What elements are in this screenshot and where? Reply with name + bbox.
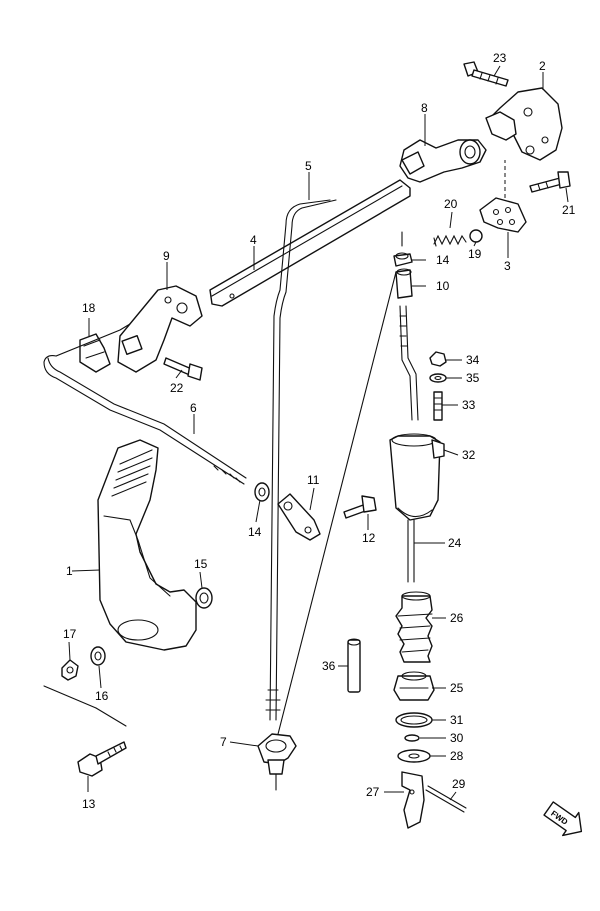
callout-27: 27 <box>366 785 380 799</box>
part-24-shift-rod <box>399 305 419 583</box>
part-11-swivel <box>277 493 321 541</box>
callout-21: 21 <box>562 203 576 217</box>
callout-32: 32 <box>462 448 476 462</box>
part-31-o-ring <box>395 712 433 728</box>
callout-2: 2 <box>539 59 546 73</box>
part-4-bar <box>209 179 411 307</box>
callout-35: 35 <box>466 371 480 385</box>
part-21-bolt <box>529 171 571 193</box>
part-5-rod <box>265 199 337 721</box>
part-29-pin <box>425 785 467 813</box>
callout-13: 13 <box>82 797 96 811</box>
callout-34: 34 <box>466 353 480 367</box>
part-35-washer <box>429 373 447 383</box>
part-2-bracket <box>485 87 563 161</box>
leader-lines <box>68 65 569 801</box>
callout-5: 5 <box>305 159 312 173</box>
callout-36: 36 <box>322 659 336 673</box>
callout-4: 4 <box>250 233 257 247</box>
callout-20: 20 <box>444 197 458 211</box>
part-26-boot <box>395 591 433 663</box>
part-19-ball <box>469 229 483 243</box>
callout-6: 6 <box>190 401 197 415</box>
part-3-plate <box>479 160 527 233</box>
callout-labels: 1 2 3 4 5 6 7 8 9 10 11 12 13 14 14 15 1… <box>63 51 576 811</box>
part-36-pin <box>347 638 361 693</box>
part-10-sleeve <box>395 268 413 299</box>
callout-19: 19 <box>468 247 482 261</box>
part-22-bolt <box>163 357 203 381</box>
callout-30: 30 <box>450 731 464 745</box>
part-14-washer-top <box>393 231 413 267</box>
callout-31: 31 <box>450 713 464 727</box>
part-7-grommet <box>257 733 297 791</box>
callout-33: 33 <box>462 398 476 412</box>
part-33-pin <box>433 391 443 421</box>
callout-18: 18 <box>82 301 96 315</box>
part-8-shaft <box>399 139 487 183</box>
callout-24: 24 <box>448 536 462 550</box>
callout-8: 8 <box>421 101 428 115</box>
callout-15: 15 <box>194 557 208 571</box>
callout-29: 29 <box>452 777 466 791</box>
part-25-bushing <box>393 671 435 701</box>
callout-7: 7 <box>220 735 227 749</box>
callout-11: 11 <box>307 473 320 487</box>
callout-26: 26 <box>450 611 464 625</box>
part-16-washer <box>90 646 106 666</box>
callout-10: 10 <box>436 279 450 293</box>
fwd-arrow-icon: FWD <box>543 801 583 837</box>
part-30-washer <box>404 734 420 742</box>
part-27-clip <box>401 771 425 829</box>
callout-1: 1 <box>66 564 73 578</box>
callout-23: 23 <box>493 51 507 65</box>
callout-12: 12 <box>362 531 376 545</box>
part-9-arm <box>117 285 203 373</box>
part-23-bolt <box>463 61 509 87</box>
callout-17: 17 <box>63 627 77 641</box>
part-32-rod-body <box>389 433 445 521</box>
callout-28: 28 <box>450 749 464 763</box>
part-6-link-rod <box>43 323 247 485</box>
callout-25: 25 <box>450 681 464 695</box>
part-13-bolt <box>77 741 127 777</box>
part-15-washer <box>195 587 213 609</box>
callout-22: 22 <box>170 381 184 395</box>
part-34-nut <box>429 351 447 367</box>
callout-14-top: 14 <box>436 253 450 267</box>
part-17-nut <box>61 659 79 681</box>
callout-3: 3 <box>504 259 511 273</box>
part-1-pedal <box>97 439 197 651</box>
callout-16: 16 <box>95 689 109 703</box>
part-20-spring <box>433 234 467 247</box>
callout-9: 9 <box>163 249 170 263</box>
part-12-bolt <box>343 495 377 519</box>
callout-14-left: 14 <box>248 525 262 539</box>
part-14-washer-left <box>254 482 270 502</box>
part-28-washer <box>397 749 431 763</box>
